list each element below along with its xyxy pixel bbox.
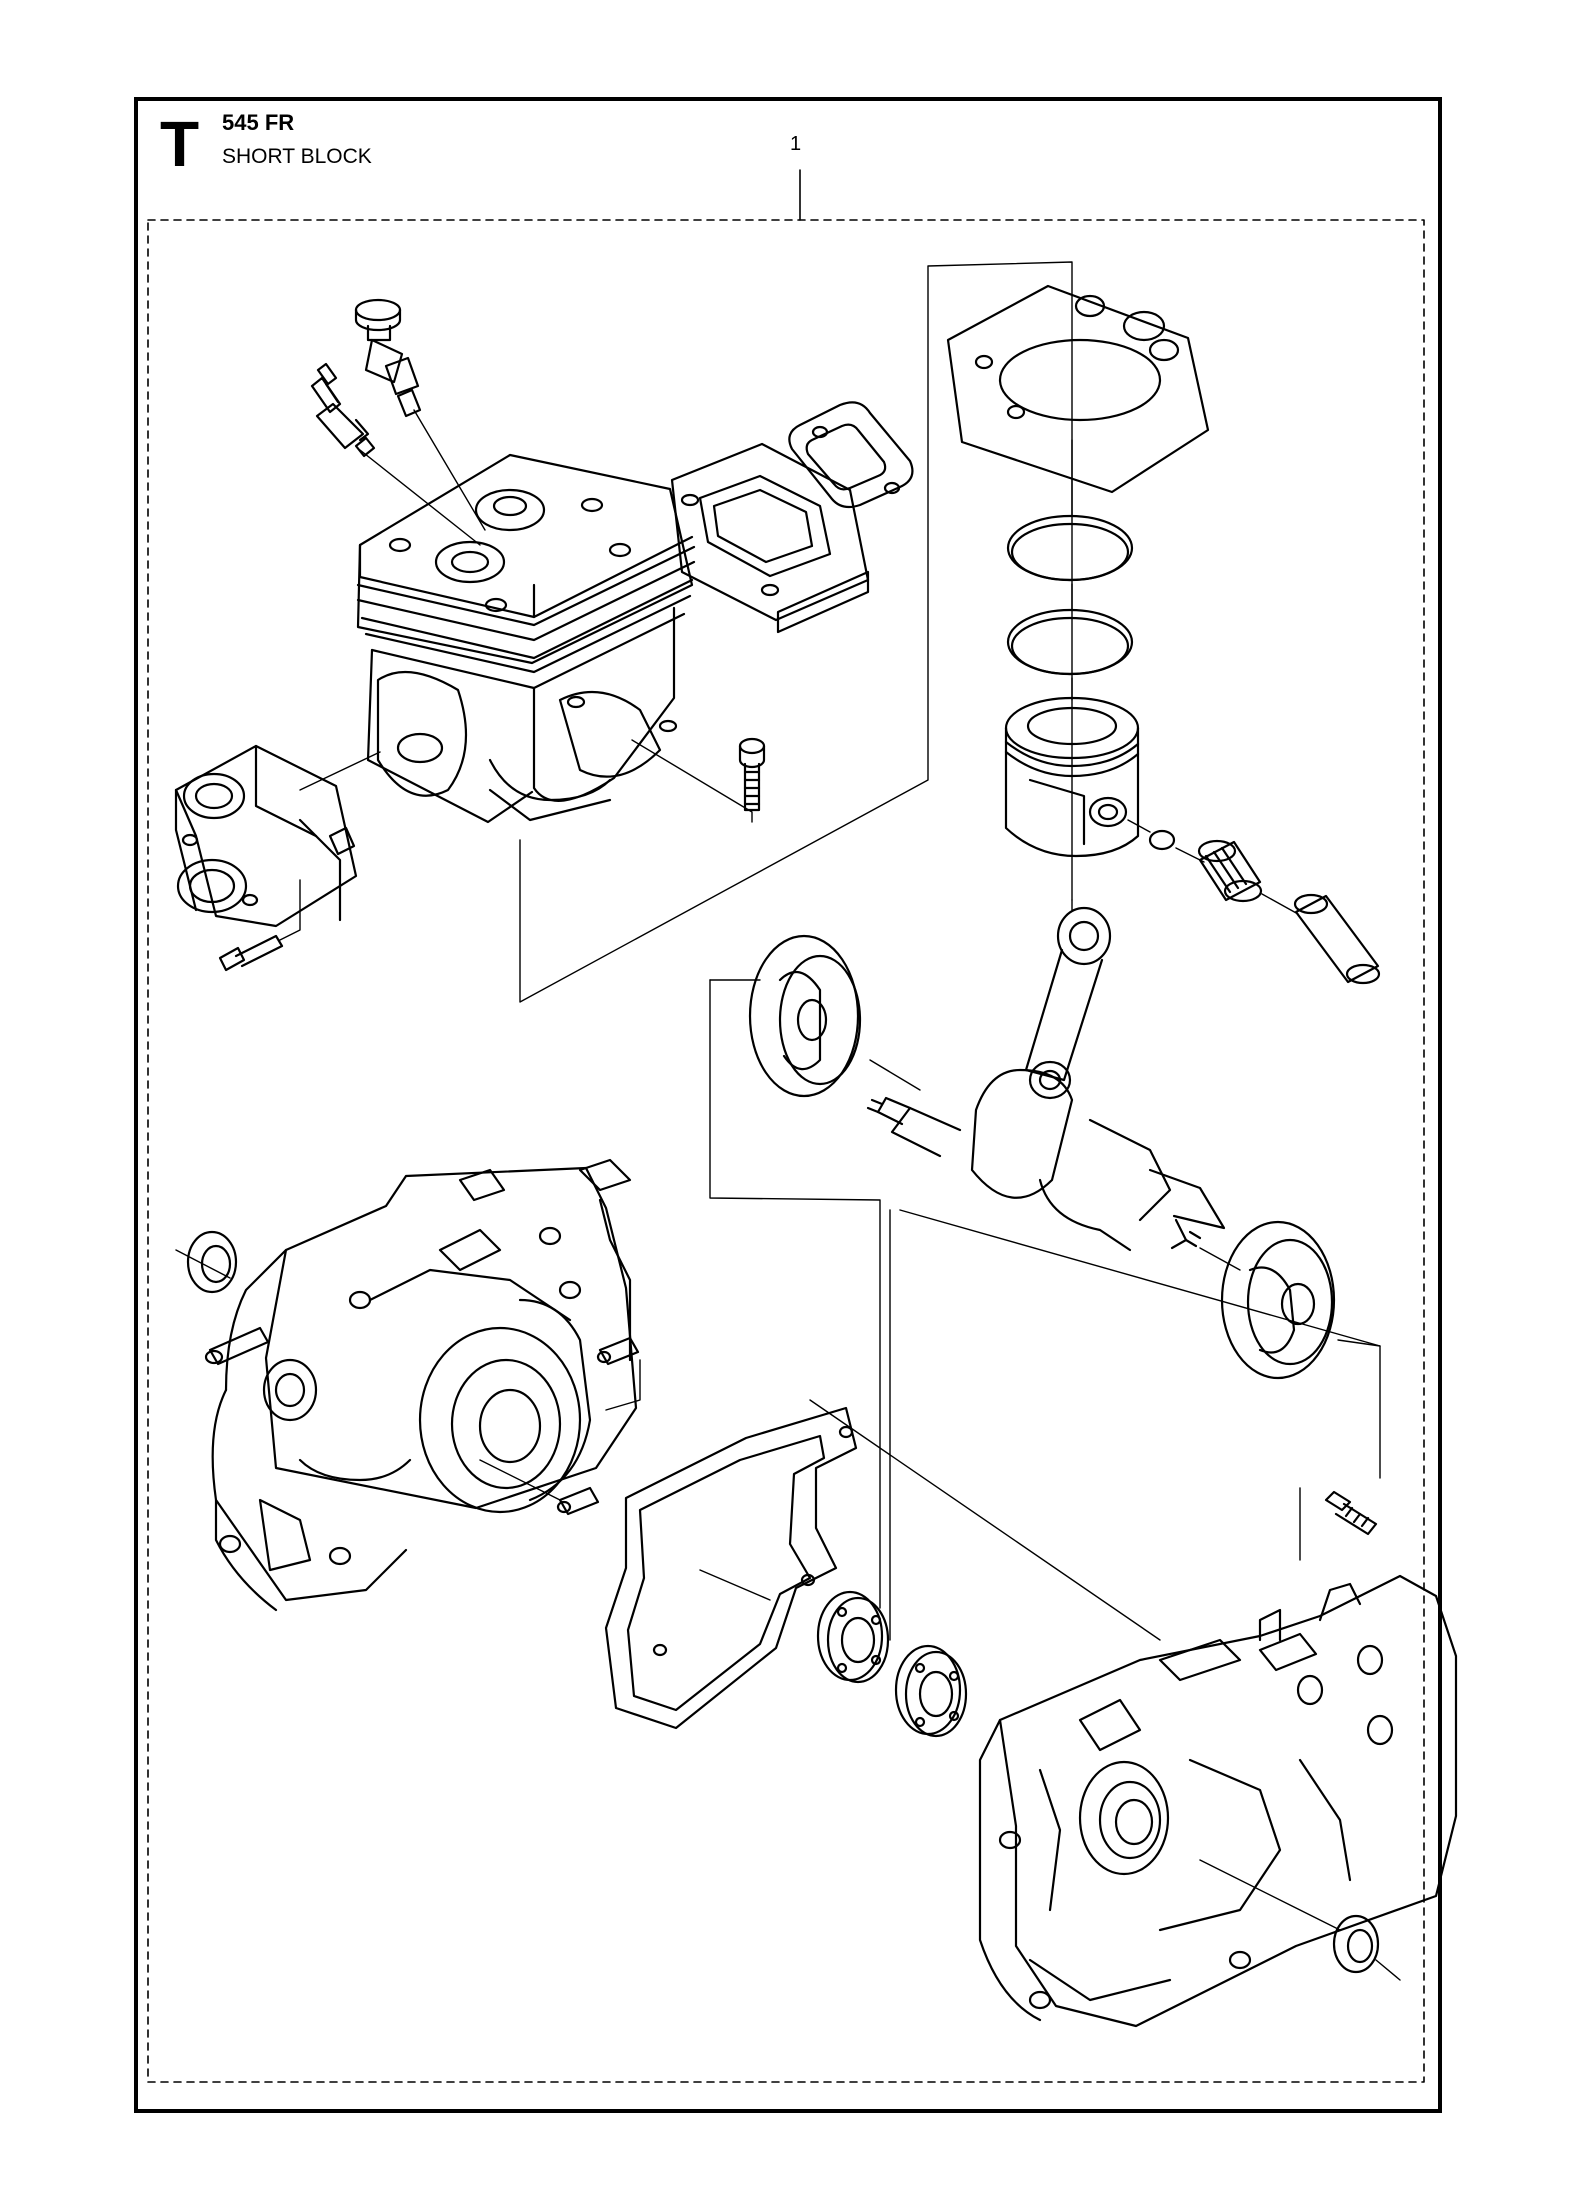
- piston-pin: [1293, 893, 1381, 985]
- crankcase-left-half: [211, 1158, 638, 1612]
- assembly-boundary: [147, 219, 1425, 2083]
- main-bearing-right: [894, 1644, 968, 1738]
- exhaust-gasket: [788, 401, 914, 509]
- cylinder-bolt: [738, 737, 766, 812]
- page-frame: [134, 97, 1442, 2113]
- decompression-valve: [354, 298, 422, 418]
- crankshaft-seal-left: [186, 1230, 238, 1294]
- spark-plug: [310, 362, 376, 458]
- crankcase-right-half: [978, 1574, 1458, 2028]
- piston-ring-lower: [1006, 608, 1134, 676]
- crank-thrust-washer-left: [748, 934, 862, 1098]
- needle-bearing: [1197, 839, 1263, 903]
- section-letter: T: [160, 108, 200, 180]
- piston-ring-upper: [1006, 514, 1134, 582]
- intake-manifold: [174, 744, 358, 928]
- dowel-pin-upper: [596, 1336, 640, 1366]
- main-bearing-left: [816, 1590, 890, 1684]
- crankcase-dowel-left: [204, 1326, 270, 1366]
- crank-thrust-washer-right: [1220, 1220, 1336, 1380]
- exhaust-flange: [670, 442, 870, 634]
- callout-1: 1: [790, 133, 802, 155]
- dowel-pin-lower: [556, 1486, 600, 1516]
- circlip: [1148, 829, 1176, 851]
- piston: [1004, 696, 1140, 858]
- cylinder-base-gasket: [946, 284, 1210, 494]
- model-name: 545 FR: [222, 110, 295, 135]
- assembly-name: SHORT BLOCK: [222, 145, 372, 168]
- cylinder: [356, 453, 696, 824]
- crankcase-gasket: [604, 1406, 858, 1730]
- crankcase-bolt: [1324, 1490, 1378, 1536]
- manifold-bolt: [218, 934, 284, 972]
- crankshaft: [866, 906, 1226, 1252]
- crankshaft-seal-right: [1332, 1914, 1380, 1974]
